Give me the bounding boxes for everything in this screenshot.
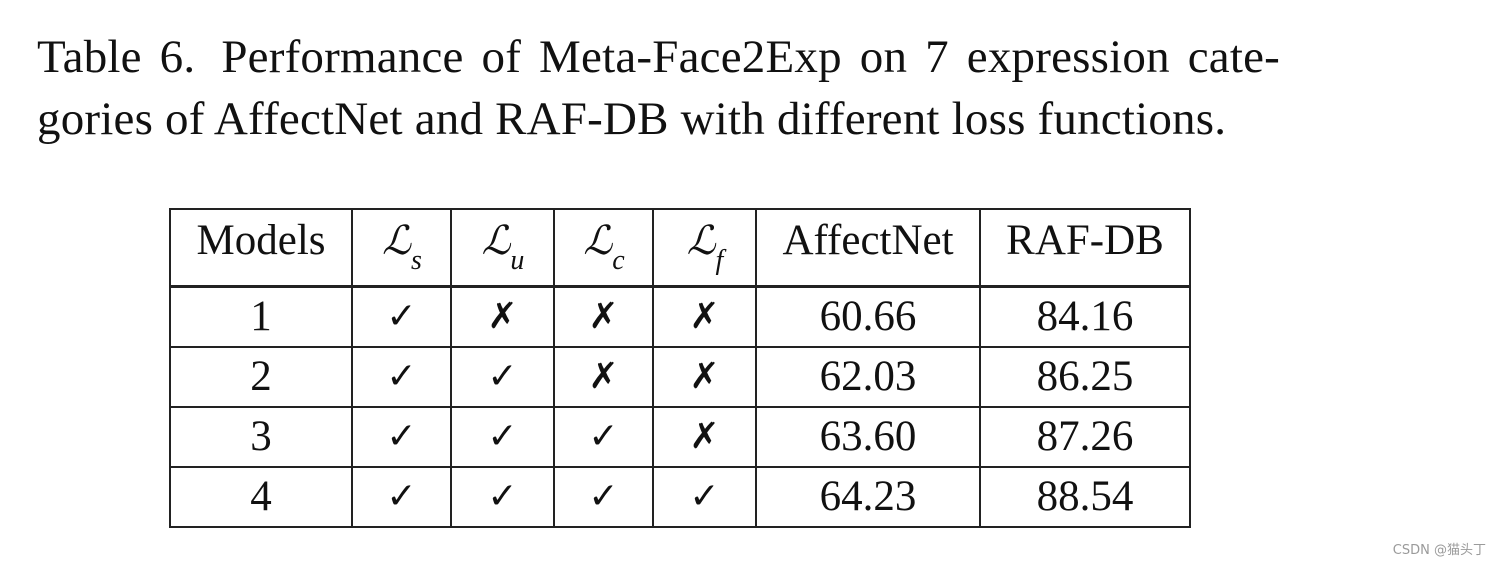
loss-f-subscript: f [715,245,724,276]
mark-ls: ✓ [351,465,452,528]
cell-model: 3 [169,405,353,468]
loss-symbol-s: ℒs [382,218,422,276]
header-models: Models [169,208,353,288]
mark-lf: ✗ [652,285,757,348]
mark-lu: ✗ [450,285,555,348]
loss-s-subscript: s [410,245,422,276]
header-loss-u: ℒu [450,208,555,288]
mark-lu: ✓ [450,345,555,408]
table-row: 4 ✓ ✓ ✓ ✓ 64.23 88.54 [169,465,1191,528]
caption-text-1: Performance of Meta-Face2Exp on 7 expres… [221,31,1281,83]
loss-u-script: ℒ [481,218,511,264]
cell-rafdb: 87.26 [979,405,1191,468]
cell-model: 1 [169,285,353,348]
mark-ls: ✓ [351,405,452,468]
loss-symbol-u: ℒu [481,218,525,276]
results-table: Models ℒs ℒu ℒc ℒf AffectNet RAF-DB 1 ✓ … [169,208,1191,528]
cell-rafdb: 84.16 [979,285,1191,348]
loss-c-script: ℒ [583,218,612,264]
header-loss-c: ℒc [553,208,654,288]
mark-lf: ✗ [652,345,757,408]
cell-model: 2 [169,345,353,408]
mark-lu: ✓ [450,405,555,468]
cell-affectnet-best: 64.23 [755,465,981,528]
loss-s-script: ℒ [382,218,411,264]
mark-lu: ✓ [450,465,555,528]
mark-lf: ✓ [652,465,757,528]
header-rafdb: RAF-DB [979,208,1191,288]
mark-ls: ✓ [351,345,452,408]
loss-u-subscript: u [510,245,524,276]
cell-rafdb-best: 88.54 [979,465,1191,528]
caption-label: Table 6. [37,31,196,83]
cell-affectnet: 60.66 [755,285,981,348]
watermark: CSDN @猫头丁 [1392,543,1486,558]
cell-affectnet: 62.03 [755,345,981,408]
cell-model: 4 [169,465,353,528]
loss-f-script: ℒ [686,218,716,264]
table-row: 2 ✓ ✓ ✗ ✗ 62.03 86.25 [169,345,1191,408]
mark-lc: ✓ [553,405,654,468]
header-affectnet: AffectNet [755,208,981,288]
cell-affectnet: 63.60 [755,405,981,468]
loss-symbol-f: ℒf [686,218,724,276]
caption-line-1: Table 6. Performance of Meta-Face2Exp on … [37,26,1367,88]
table-row: 3 ✓ ✓ ✓ ✗ 63.60 87.26 [169,405,1191,468]
header-row: Models ℒs ℒu ℒc ℒf AffectNet RAF-DB [169,208,1191,288]
header-loss-s: ℒs [351,208,452,288]
mark-ls: ✓ [351,285,452,348]
cell-rafdb: 86.25 [979,345,1191,408]
loss-c-subscript: c [612,245,624,276]
header-loss-f: ℒf [652,208,757,288]
table-caption: Table 6. Performance of Meta-Face2Exp on … [37,26,1367,150]
table-body: 1 ✓ ✗ ✗ ✗ 60.66 84.16 2 ✓ ✓ ✗ ✗ 62.03 86… [169,285,1191,528]
mark-lf: ✗ [652,405,757,468]
mark-lc: ✗ [553,345,654,408]
table-header: Models ℒs ℒu ℒc ℒf AffectNet RAF-DB [169,208,1191,288]
table-row: 1 ✓ ✗ ✗ ✗ 60.66 84.16 [169,285,1191,348]
mark-lc: ✗ [553,285,654,348]
loss-symbol-c: ℒc [583,218,624,276]
caption-line-2: gories of AffectNet and RAF-DB with diff… [37,93,1227,145]
mark-lc: ✓ [553,465,654,528]
